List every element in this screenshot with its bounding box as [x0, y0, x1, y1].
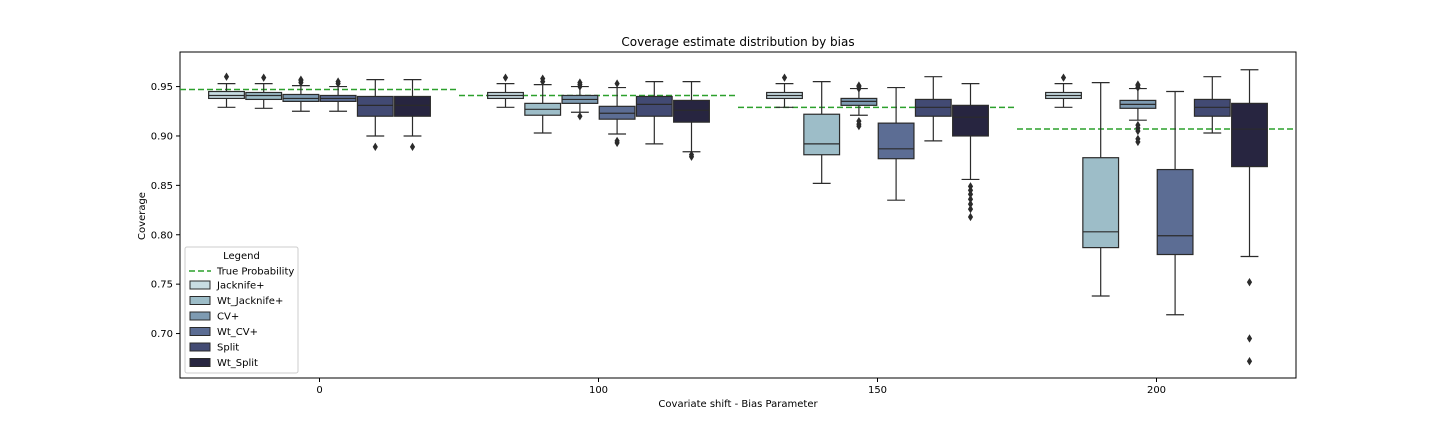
legend-label: Wt_CV+ [217, 327, 258, 338]
outlier-point [614, 79, 620, 88]
chart-title: Coverage estimate distribution by bias [621, 35, 854, 49]
plot-area: 0.70 0.75 0.80 0.85 0.90 0.95 0 100 150 200 [151, 51, 1297, 396]
box [1082, 157, 1120, 249]
outlier-point [614, 136, 620, 146]
box [803, 113, 841, 156]
box [394, 95, 431, 117]
legend-label: CV+ [217, 312, 239, 323]
x-tick-label: 0 [316, 385, 322, 396]
legend-title: Legend [223, 251, 260, 262]
outlier-point [261, 73, 267, 82]
y-tick-label: 0.75 [151, 280, 173, 291]
legend-swatch [189, 327, 211, 336]
outlier-point [967, 182, 974, 191]
y-axis-label: Coverage [137, 192, 148, 240]
legend-label: True Probability [216, 267, 294, 278]
outlier-point [688, 150, 695, 159]
outlier-point [577, 112, 583, 121]
box [952, 104, 989, 137]
box [635, 95, 673, 117]
outlier-point [967, 194, 974, 204]
box [1231, 102, 1268, 168]
box [877, 122, 915, 160]
outlier-point [1135, 80, 1141, 89]
x-tick-label: 150 [868, 385, 887, 396]
legend-swatch [189, 342, 211, 352]
outlier-point [967, 204, 974, 214]
box [356, 95, 394, 117]
legend-swatch [189, 311, 211, 321]
outlier-point [856, 116, 862, 126]
outlier-point [577, 78, 583, 87]
outlier-point [223, 72, 230, 81]
box [1156, 168, 1194, 256]
outlier-point [856, 81, 862, 90]
legend-label: Split [217, 343, 239, 354]
legend-swatch [189, 358, 211, 367]
outlier-point [1060, 73, 1067, 82]
y-tick-label: 0.80 [151, 230, 173, 241]
y-tick-label: 0.90 [151, 131, 173, 142]
outlier-point [335, 77, 341, 86]
y-tick-label: 0.95 [151, 82, 173, 93]
legend-frame [184, 246, 299, 374]
plot-frame [179, 51, 1297, 379]
box [673, 99, 710, 123]
x-tick-label: 200 [1147, 385, 1166, 396]
legend-swatch [189, 280, 211, 290]
outlier-point [967, 212, 974, 222]
outlier-point [298, 75, 304, 84]
outlier-point [1246, 334, 1253, 343]
outlier-point [1246, 277, 1253, 287]
outlier-point [540, 74, 546, 83]
y-tick-label: 0.85 [151, 181, 173, 192]
outlier-point [1135, 120, 1141, 130]
legend-label: Jacknife+ [216, 281, 265, 292]
legend-swatch [189, 296, 211, 305]
outlier-point [967, 199, 974, 209]
outlier-point [1246, 357, 1253, 366]
x-tick-label: 100 [589, 385, 608, 396]
outlier-point [1135, 134, 1141, 144]
legend-label: Wt_Split [217, 358, 258, 369]
outlier-point [781, 73, 788, 82]
outlier-point [372, 142, 378, 152]
outlier-point [502, 73, 509, 82]
legend-label: Wt_Jacknife+ [217, 296, 283, 307]
outlier-point [409, 142, 416, 152]
y-tick-label: 0.70 [151, 329, 173, 340]
x-axis-label: Covariate shift - Bias Parameter [658, 399, 818, 410]
